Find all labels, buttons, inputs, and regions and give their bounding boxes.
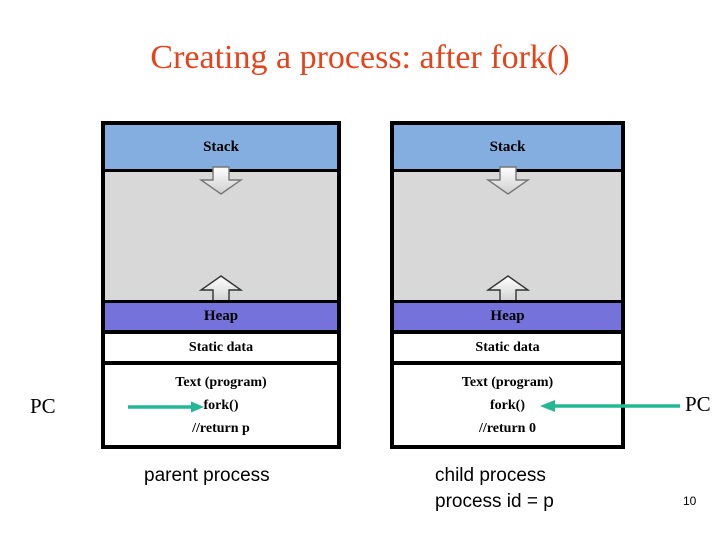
parent-stack-label: Stack (203, 138, 239, 155)
parent-pc-arrow-icon (128, 401, 204, 413)
child-static-data-segment: Static data (394, 334, 621, 365)
child-caption-line-2: process id = p (435, 491, 554, 512)
child-stack-segment: Stack (394, 125, 621, 172)
page-title: Creating a process: after fork() (150, 39, 570, 76)
child-static-data-label: Static data (475, 339, 540, 355)
child-text-line-3: //return 0 (479, 420, 536, 436)
parent-text-segment: Text (program) fork() //return p (105, 365, 337, 445)
child-text-line-1: Text (program) (461, 374, 554, 390)
child-heap-segment: Heap (394, 300, 621, 334)
parent-static-data-segment: Static data (105, 334, 337, 365)
stack-grows-down-arrow-icon (198, 166, 244, 195)
parent-heap-label: Heap (203, 308, 239, 324)
parent-process-caption: parent process (144, 465, 270, 486)
child-pc-arrow-icon (540, 400, 680, 412)
child-stack-label: Stack (489, 138, 526, 155)
parent-pc-label: PC (30, 394, 56, 418)
stack-grows-down-arrow-icon (485, 166, 530, 195)
parent-heap-segment: Heap (105, 300, 337, 334)
parent-text-line-3: //return p (192, 420, 250, 436)
parent-free-space-lower (105, 172, 337, 304)
child-free-space-lower (394, 172, 621, 304)
parent-static-data-label: Static data (188, 339, 254, 355)
page-number: 10 (683, 494, 697, 508)
child-heap-label: Heap (490, 308, 525, 324)
child-text-line-2: fork() (490, 397, 525, 413)
child-caption-line-1: child process (435, 465, 546, 486)
parent-memory-diagram: Stack (101, 121, 341, 449)
child-pc-label: PC (685, 392, 711, 416)
parent-text-line-2: fork() (203, 397, 239, 413)
child-process-caption: child process process id = p (435, 463, 554, 515)
parent-text-line-1: Text (program) (175, 374, 267, 390)
parent-stack-segment: Stack (105, 125, 337, 172)
